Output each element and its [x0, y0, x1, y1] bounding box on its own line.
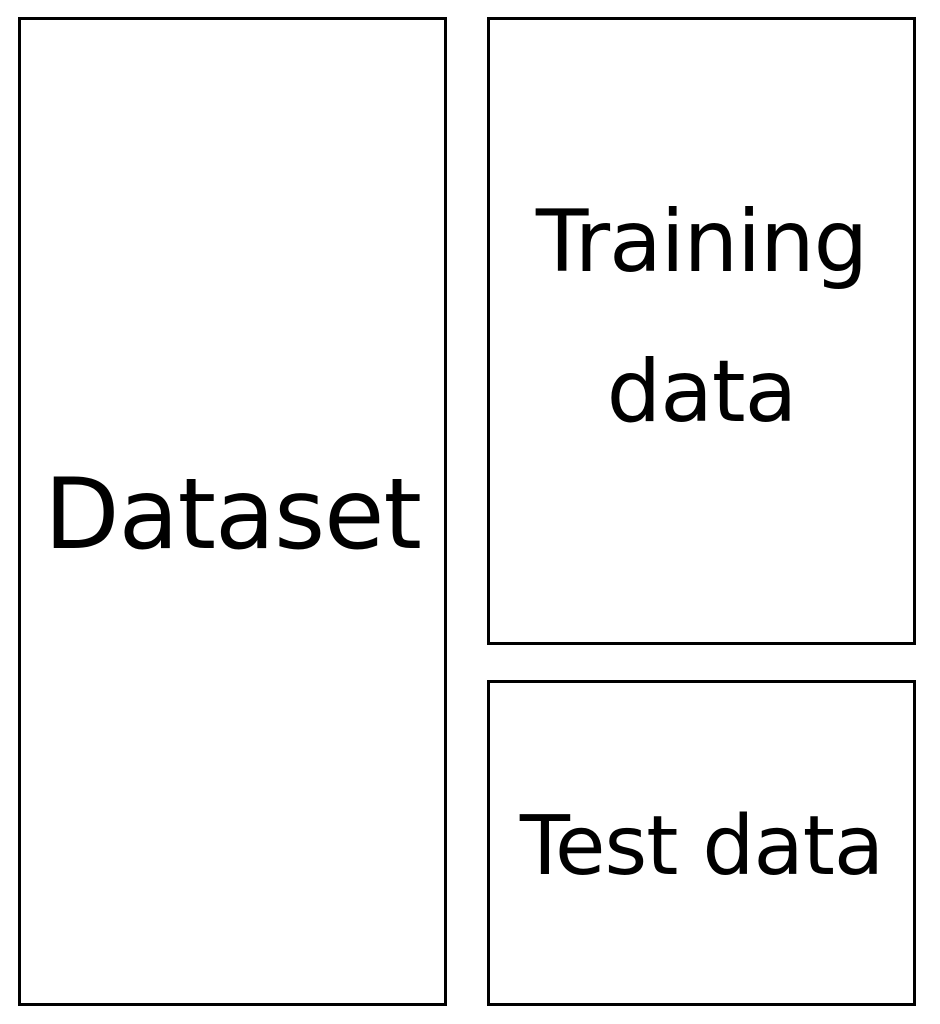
- test-data-label: Test data: [519, 798, 884, 894]
- training-data-box: Training data: [487, 17, 916, 645]
- dataset-box: Dataset: [18, 17, 447, 1006]
- dataset-label: Dataset: [44, 457, 422, 572]
- training-data-label: Training data: [535, 191, 868, 443]
- test-data-box: Test data: [487, 680, 916, 1006]
